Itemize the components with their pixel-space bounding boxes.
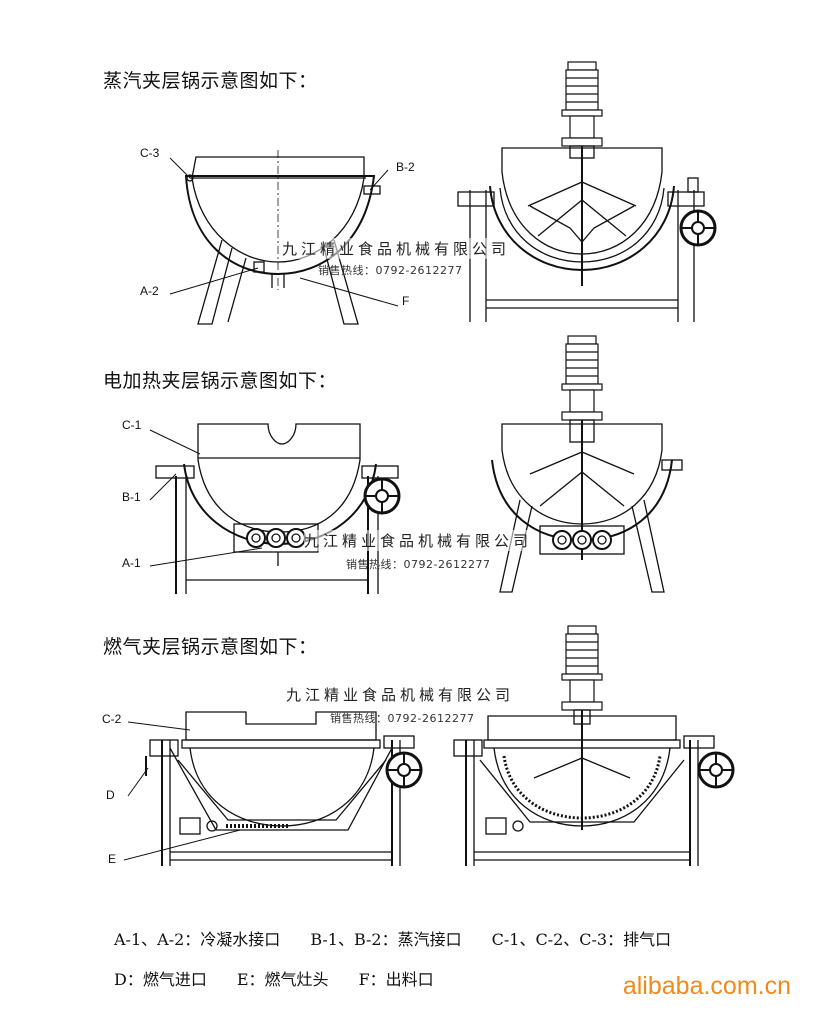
legend-a-text: 冷凝水接口: [200, 930, 281, 949]
watermark-company-3: 九江精业食品机械有限公司: [286, 684, 515, 705]
steam-kettle-right: [457, 61, 717, 322]
legend-f-text: 出料口: [385, 970, 434, 989]
gas-kettle-right: [453, 625, 735, 866]
label-b1: B-1: [122, 490, 141, 504]
legend-a-codes: A-1、A-2：: [114, 930, 201, 949]
leader-c2: [127, 721, 191, 731]
leader-b2: [369, 169, 389, 191]
label-c2: C-2: [102, 712, 122, 726]
leader-c3: [169, 157, 191, 179]
electric-kettle-right: [491, 335, 683, 593]
legend-d-code: D：: [114, 970, 143, 989]
gas-kettle-title: 燃气夹层锅示意图如下：: [103, 636, 318, 658]
legend-c-codes: C-1、C-2、C-3：: [491, 930, 624, 949]
label-b2: B-2: [396, 160, 415, 174]
steam-kettle-left: [184, 150, 381, 325]
legend-e-code: E：: [236, 970, 265, 989]
legend-b-codes: B-1、B-2：: [310, 930, 398, 949]
legend-e-text: 燃气灶头: [264, 970, 329, 989]
label-a2: A-2: [140, 284, 159, 298]
legend-d-text: 燃气进口: [142, 970, 207, 989]
gas-kettle-left: [145, 711, 423, 866]
leader-d: [127, 767, 149, 797]
legend-f-code: F：: [358, 970, 386, 989]
label-c3: C-3: [140, 146, 160, 160]
leader-a1: [149, 547, 263, 567]
watermark-company-2: 九江精业食品机械有限公司: [304, 530, 533, 551]
leader-c1: [149, 429, 201, 455]
legend-c-text: 排气口: [623, 930, 672, 949]
watermark-phone-3: 销售热线：0792-2612277: [330, 712, 475, 725]
watermark-phone-2: 销售热线：0792-2612277: [346, 558, 491, 571]
watermark-company-1: 九江精业食品机械有限公司: [282, 238, 511, 259]
watermark-phone-1: 销售热线：0792-2612277: [318, 264, 463, 277]
electric-kettle-title: 电加热夹层锅示意图如下：: [103, 370, 338, 392]
leader-b1: [149, 473, 177, 501]
label-d: D: [106, 788, 115, 802]
label-f: F: [402, 294, 410, 308]
label-a1: A-1: [122, 556, 141, 570]
legend-row-1: A-1、A-2：冷凝水接口 B-1、B-2：蒸汽接口 C-1、C-2、C-3：排气口: [114, 926, 671, 950]
leader-a2: [169, 267, 259, 295]
alibaba-logo[interactable]: alibaba.com.cn: [622, 972, 791, 1000]
legend-b-text: 蒸汽接口: [397, 930, 462, 949]
legend-row-2: D：燃气进口 E：燃气灶头 F：出料口: [114, 966, 434, 990]
label-e: E: [108, 852, 117, 866]
leader-e: [123, 829, 241, 861]
steam-kettle-title: 蒸汽夹层锅示意图如下：: [103, 70, 318, 92]
label-c1: C-1: [122, 418, 142, 432]
leader-f: [299, 277, 399, 307]
